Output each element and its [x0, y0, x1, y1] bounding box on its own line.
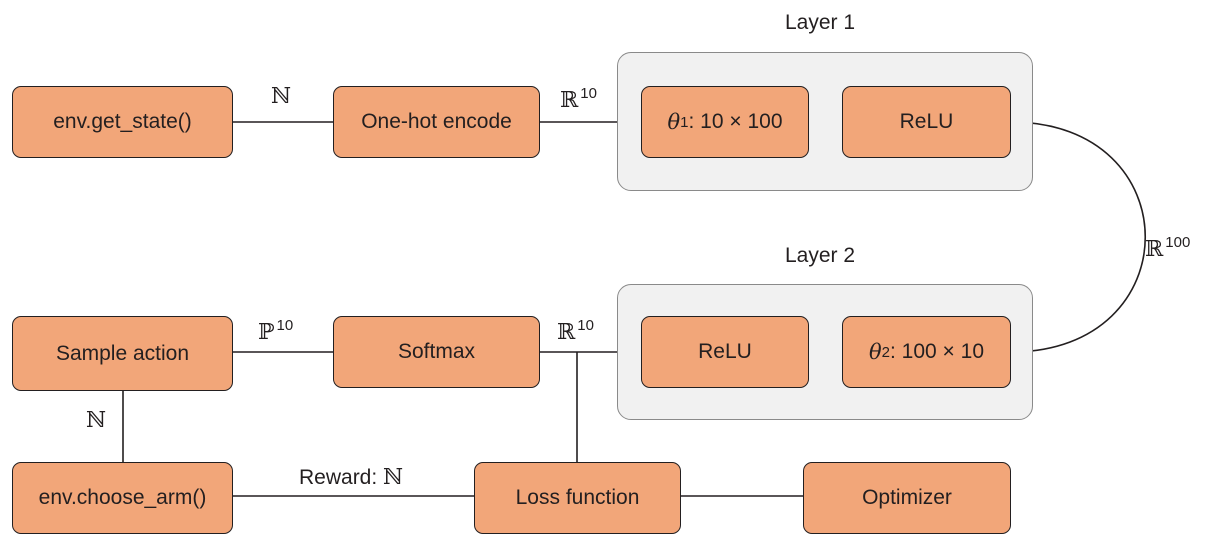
dimension-superscript: 10	[577, 317, 594, 334]
theta1-subscript: 1	[680, 113, 689, 131]
relu1-node: ReLU	[842, 86, 1011, 158]
layer2-title: Layer 2	[785, 244, 856, 267]
dimension-superscript: 10	[580, 85, 597, 102]
naturals-symbol: ℕ	[86, 408, 107, 433]
loss-function-node: Loss function	[474, 462, 681, 534]
reals-symbol: ℝ	[1145, 237, 1164, 262]
reals-symbol: ℝ	[557, 320, 576, 345]
theta2-subscript: 2	[881, 343, 890, 361]
dimension-superscript: 10	[276, 317, 294, 334]
softmax-node: Softmax	[333, 316, 540, 388]
label-arm-to-loss: Reward: ℕ	[299, 467, 403, 489]
naturals-symbol: ℕ	[383, 465, 404, 490]
layer1-title: Layer 1	[785, 11, 856, 34]
sample-action-node: Sample action	[12, 316, 233, 391]
theta2-dims: : 100 × 10	[890, 340, 984, 363]
label-state-to-encode: ℕ	[271, 86, 291, 108]
theta2-symbol: θ	[869, 340, 882, 364]
label-sample-to-arm: ℕ	[86, 410, 106, 432]
reward-text: Reward:	[299, 466, 384, 489]
dimension-superscript: 100	[1165, 234, 1191, 251]
theta1-symbol: θ	[667, 110, 681, 134]
one-hot-encode-node: One-hot encode	[333, 86, 540, 158]
get-state-node: env.get_state()	[12, 86, 233, 158]
choose-arm-node: env.choose_arm()	[12, 462, 233, 534]
theta1-dims: : 10 × 100	[688, 110, 783, 133]
reals-symbol: ℝ	[560, 88, 579, 113]
naturals-symbol: ℕ	[271, 84, 292, 109]
optimizer-node: Optimizer	[803, 462, 1011, 534]
edge-relu1-theta2	[1010, 121, 1146, 353]
probability-symbol: ℙ	[258, 320, 275, 345]
relu2-node: ReLU	[641, 316, 809, 388]
